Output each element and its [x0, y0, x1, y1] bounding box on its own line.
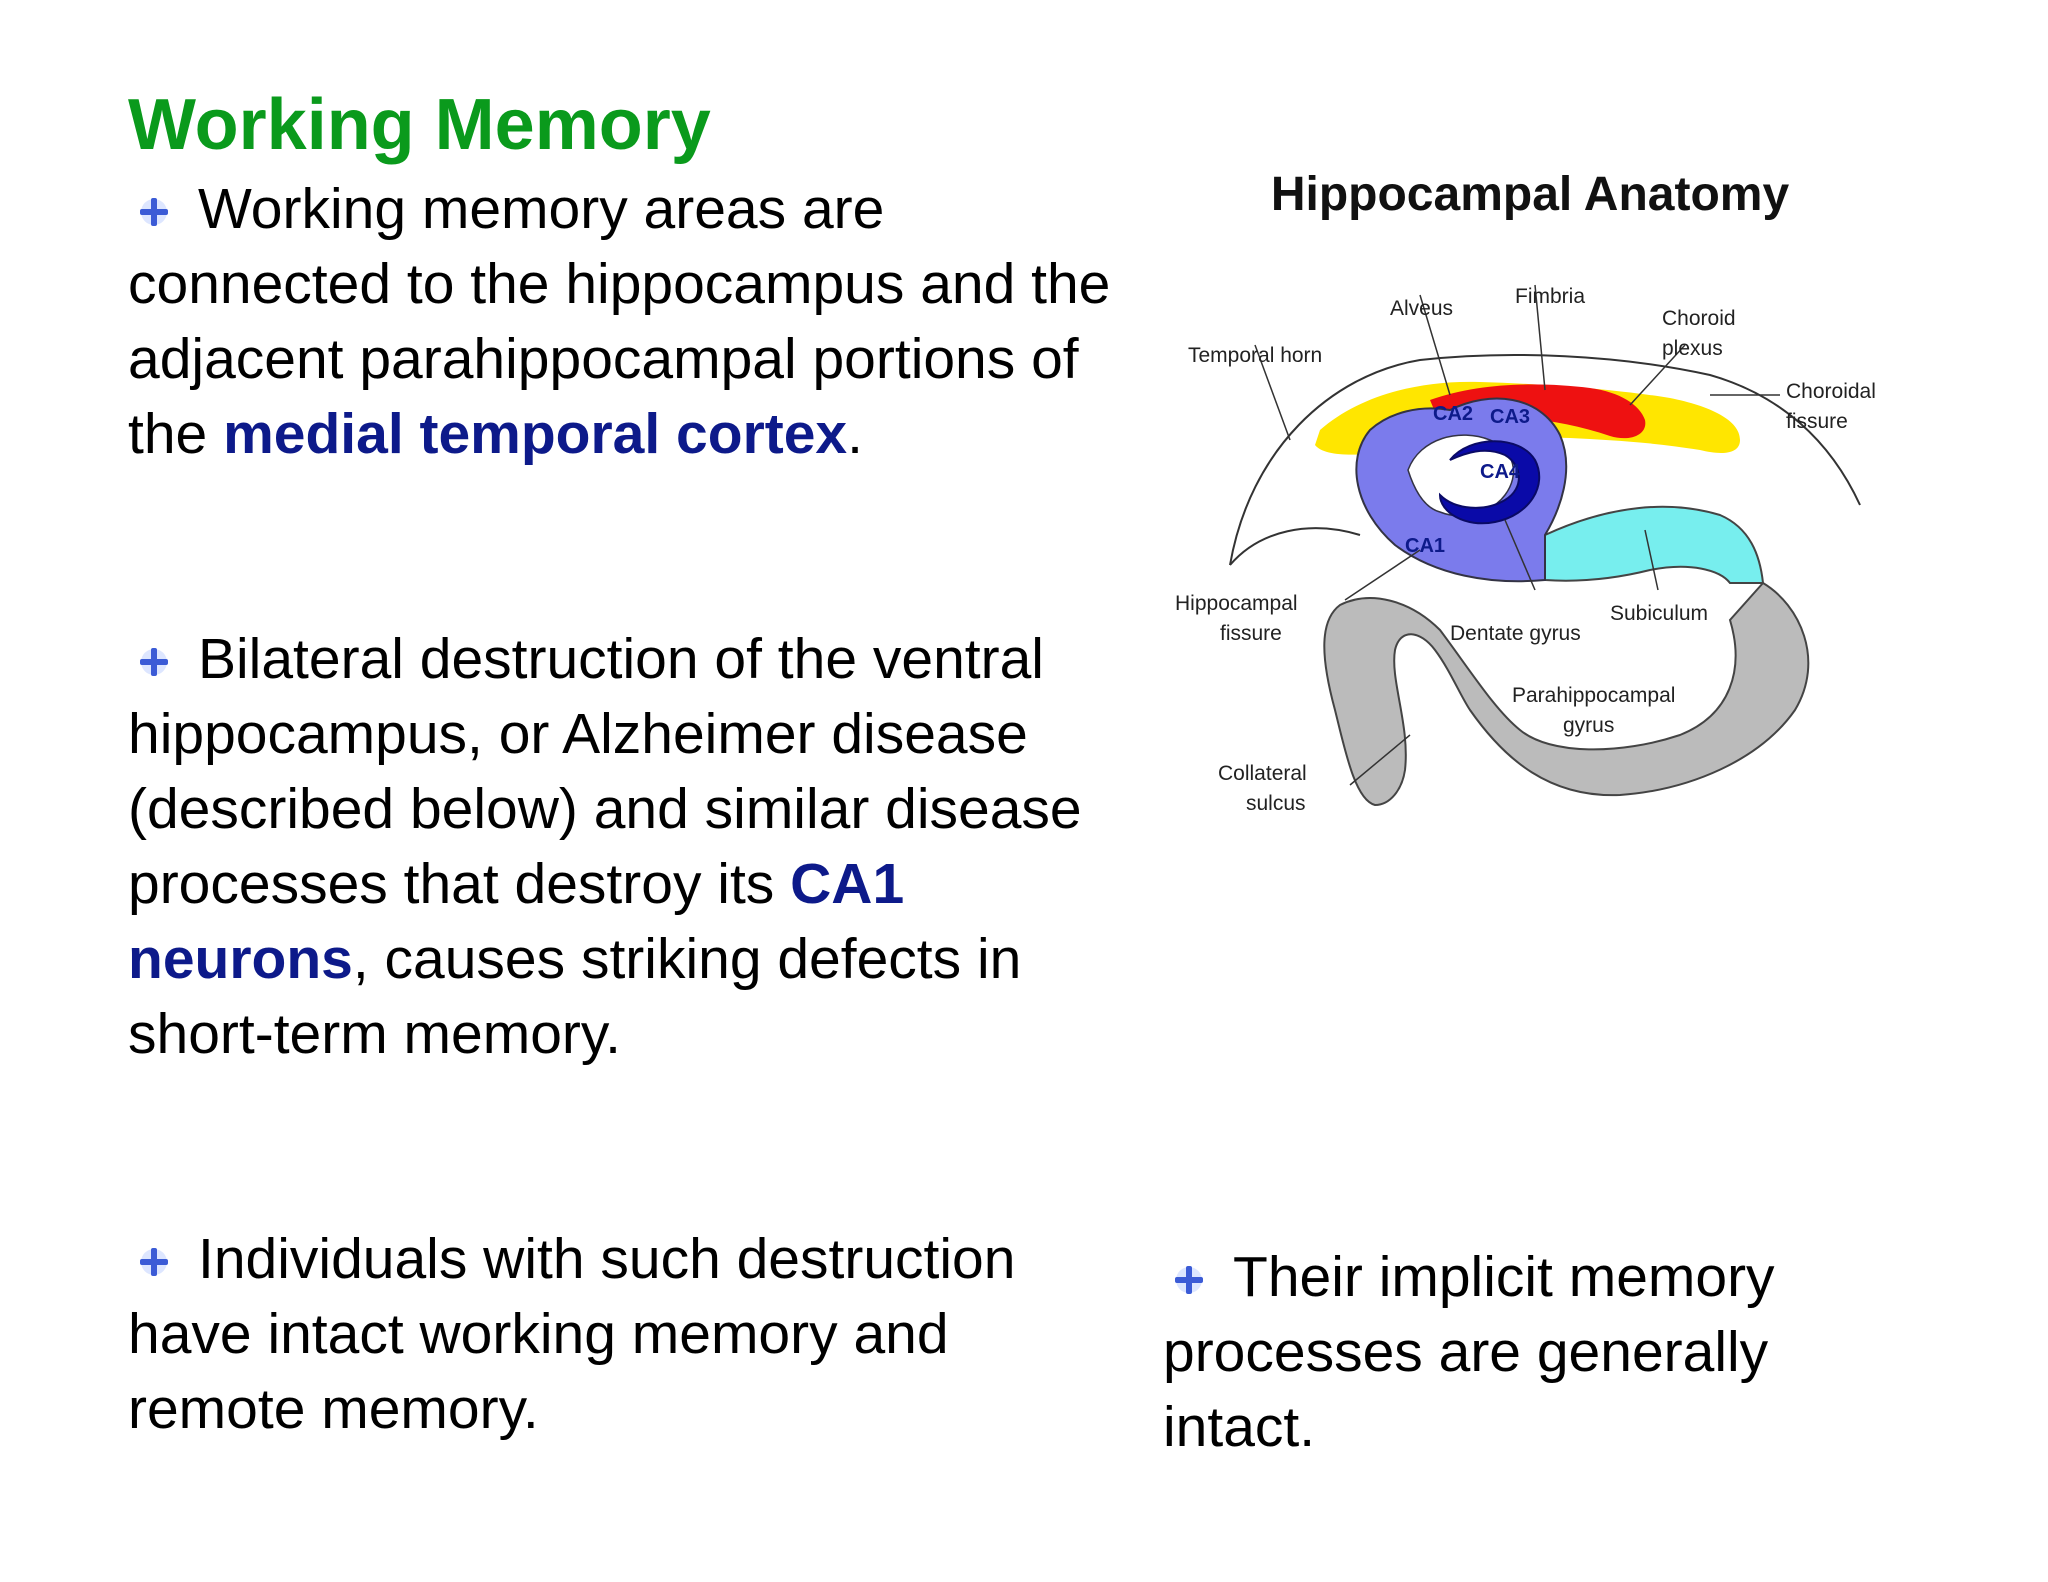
subiculum-label: Subiculum — [1610, 602, 1708, 625]
ventricle-floor-outline — [1229, 527, 1361, 566]
slide-title: Working Memory — [128, 85, 711, 165]
leader-lines — [1254, 284, 1780, 786]
bullet-paragraph-4: Their implicit memory processes are gene… — [1163, 1240, 1923, 1465]
bullet-1-tail: . — [847, 402, 863, 466]
subiculum-shape — [1544, 505, 1765, 584]
dentate-gyrus-shape — [1438, 440, 1541, 525]
temporal-horn-label: Temporal horn — [1188, 344, 1322, 367]
parahippocampal-gyrus-label-line1: Parahippocampal — [1512, 684, 1675, 707]
bullet-icon — [140, 648, 168, 676]
choroid-plexus-label-line1: Choroid — [1662, 307, 1736, 330]
choroidal-fissure-label-line1: Choroidal — [1786, 380, 1876, 403]
parahippocampal-gyrus-label-line2: gyrus — [1563, 714, 1614, 737]
collateral-sulcus-label-line1: Collateral — [1218, 762, 1307, 785]
bullet-3-text: Individuals with such destruction have i… — [128, 1227, 1016, 1441]
choroidal-fissure-label-line2: fissure — [1786, 410, 1848, 433]
bullet-2-tail: , causes striking defects in short-term … — [128, 927, 1022, 1066]
bullet-4-text: Their implicit memory processes are gene… — [1163, 1245, 1775, 1459]
hippocampal-anatomy-figure: Hippocampal Anatomy CA2 CA3 CA4 CA1 Alve… — [1175, 168, 1876, 815]
bullet-1-text: Working memory areas are connected to th… — [128, 177, 1111, 466]
bullet-2-text: Bilateral destruction of the ventral hip… — [128, 627, 1082, 916]
bullet-paragraph-2: Bilateral destruction of the ventral hip… — [128, 622, 1118, 1072]
ca4-label: CA4 — [1480, 461, 1521, 483]
hippocampal-fissure-label-line2: fissure — [1220, 622, 1282, 645]
ca3-label: CA3 — [1490, 406, 1530, 428]
bullet-icon — [140, 1248, 168, 1276]
bullet-paragraph-1: Working memory areas are connected to th… — [128, 172, 1118, 472]
hippocampal-lumen — [1407, 434, 1515, 517]
alveus-label: Alveus — [1390, 297, 1453, 320]
bullet-paragraph-3: Individuals with such destruction have i… — [128, 1222, 1118, 1447]
bullet-1-highlight: medial temporal cortex — [223, 402, 848, 466]
ventricle-outline — [1229, 354, 1861, 566]
bullet-icon — [140, 198, 168, 226]
parahippocampal-gyrus-shape — [1323, 581, 1810, 807]
ca1-label: CA1 — [1405, 535, 1445, 557]
figure-title: Hippocampal Anatomy — [1271, 168, 1790, 221]
choroid-plexus-label-line2: plexus — [1662, 337, 1723, 360]
collateral-sulcus-label-line2: sulcus — [1246, 792, 1306, 815]
ca2-label: CA2 — [1433, 403, 1473, 425]
bullet-icon — [1175, 1266, 1203, 1294]
dentate-gyrus-label: Dentate gyrus — [1450, 622, 1581, 645]
bullet-2-highlight: CA1 neurons — [128, 852, 905, 991]
hippocampal-fissure-label-line1: Hippocampal — [1175, 592, 1298, 615]
fimbria-label: Fimbria — [1515, 285, 1585, 308]
